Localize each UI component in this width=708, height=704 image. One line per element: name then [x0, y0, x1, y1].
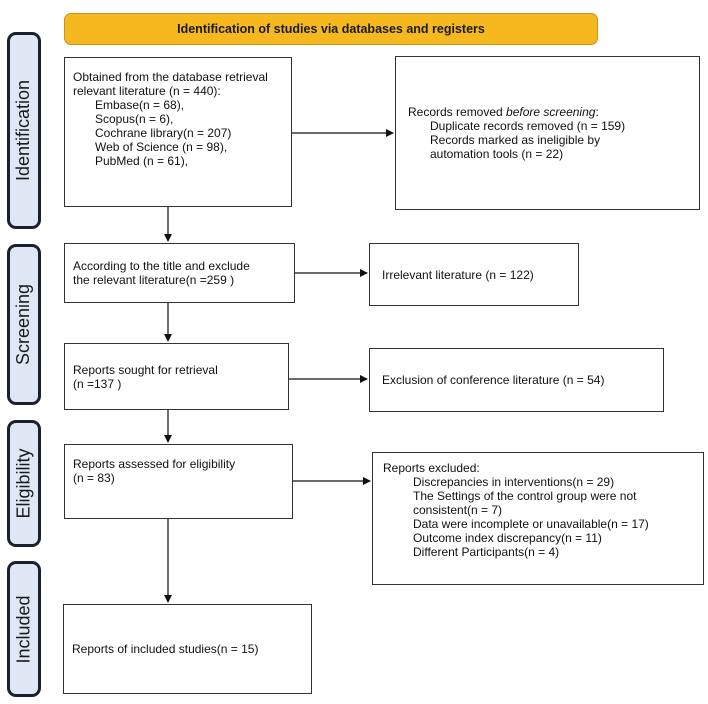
- identification-line: Obtained from the database retrieval: [73, 70, 268, 84]
- stage-eligibility-label: Eligibility: [13, 448, 34, 519]
- database-cochrane: Cochrane library(n = 207): [95, 126, 232, 140]
- stage-identification-label: Identification: [13, 79, 34, 182]
- header-banner: Identification of studies via databases …: [64, 13, 598, 45]
- stage-eligibility: Eligibility: [7, 420, 41, 547]
- screening-line: the relevant literature(n =259 ): [73, 273, 235, 287]
- removed-title-prefix: Records removed: [408, 105, 507, 119]
- screening-line: According to the title and exclude: [73, 259, 250, 273]
- removed-duplicates: Duplicate records removed (n = 159): [430, 119, 626, 133]
- removed-records-box: Records removed before screening: Duplic…: [395, 56, 700, 210]
- excluded-reason: Different Participants(n = 4): [413, 545, 560, 559]
- sought-line: Reports sought for retrieval: [73, 362, 218, 377]
- removed-ineligible: Records marked as ineligible by: [430, 133, 601, 147]
- excluded-reason: Outcome index discrepancy(n = 11): [413, 531, 602, 545]
- stage-included-label: Included: [13, 594, 34, 664]
- included-text: Reports of included studies(n = 15): [72, 642, 259, 656]
- database-embase: Embase(n = 68),: [95, 98, 185, 112]
- database-pubmed: PubMed (n = 61),: [95, 154, 189, 168]
- database-scopus: Scopus(n = 6),: [95, 112, 174, 126]
- stage-included: Included: [7, 561, 41, 697]
- assessed-box: Reports assessed for eligibility (n = 83…: [64, 444, 293, 519]
- identification-line: relevant literature (n = 440):: [73, 84, 221, 98]
- stage-screening-label: Screening: [13, 283, 34, 366]
- excluded-box: Reports excluded: Discrepancies in inter…: [372, 452, 704, 585]
- excluded-reason: consistent(n = 7): [413, 503, 503, 517]
- excluded-title: Reports excluded:: [383, 461, 480, 475]
- sought-line: (n =137 ): [73, 376, 122, 391]
- excluded-reason: Data were incomplete or unavailable(n = …: [413, 517, 649, 531]
- stage-identification: Identification: [7, 32, 41, 229]
- included-box: Reports of included studies(n = 15): [63, 604, 312, 694]
- irrelevant-text: Irrelevant literature (n = 122): [382, 267, 534, 282]
- removed-title-emphasis: before screening: [506, 105, 596, 119]
- irrelevant-box: Irrelevant literature (n = 122): [369, 243, 579, 306]
- identification-records-box: Obtained from the database retrieval rel…: [64, 57, 292, 207]
- assessed-line: Reports assessed for eligibility: [73, 457, 236, 471]
- excluded-reason: Discrepancies in interventions(n = 29): [413, 475, 615, 489]
- screening-box: According to the title and exclude the r…: [64, 243, 295, 303]
- sought-box: Reports sought for retrieval (n =137 ): [64, 343, 289, 410]
- assessed-line: (n = 83): [73, 471, 115, 485]
- removed-ineligible-cont: automation tools (n = 22): [430, 147, 564, 161]
- stage-screening: Screening: [7, 244, 41, 405]
- conference-box: Exclusion of conference literature (n = …: [369, 348, 664, 412]
- header-title: Identification of studies via databases …: [177, 22, 485, 36]
- removed-title: Records removed before screening:: [408, 105, 691, 119]
- database-web-of-science: Web of Science (n = 98),: [95, 140, 228, 154]
- removed-title-suffix: :: [595, 105, 599, 119]
- excluded-reason: The Settings of the control group were n…: [413, 489, 637, 503]
- conference-text: Exclusion of conference literature (n = …: [382, 373, 605, 387]
